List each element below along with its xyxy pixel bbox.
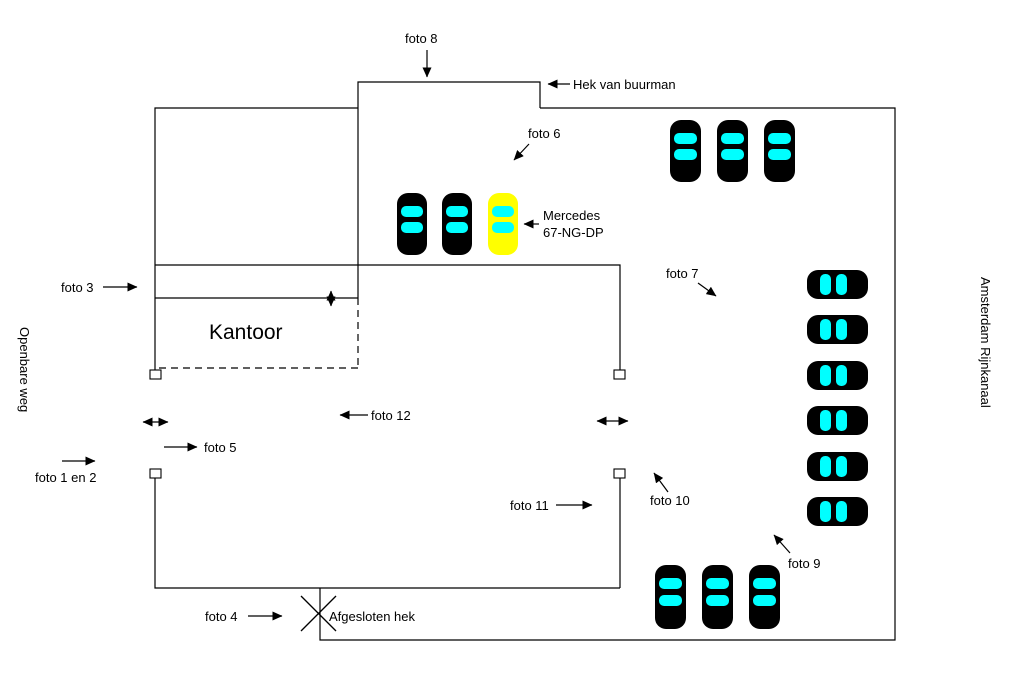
car-window bbox=[674, 149, 697, 160]
mercedes-license-plate: 67-NG-DP bbox=[543, 225, 604, 240]
label-arrows bbox=[62, 50, 791, 621]
mercedes-name-text: Mercedes bbox=[543, 208, 601, 223]
car-window bbox=[706, 578, 729, 589]
label-foto-10: foto 10 bbox=[650, 493, 690, 508]
gate-width-arrows bbox=[142, 290, 629, 427]
car-window bbox=[446, 222, 468, 233]
car-icon bbox=[702, 565, 733, 629]
arrow-foto-9 bbox=[773, 534, 791, 554]
outer-boundary-line bbox=[319, 107, 896, 641]
label-kantoor: Kantoor bbox=[209, 321, 283, 344]
label-foto-7: foto 7 bbox=[666, 266, 699, 281]
neighbor-fence-line bbox=[357, 81, 541, 298]
car-icon bbox=[807, 497, 868, 526]
car-window bbox=[721, 133, 744, 144]
label-mercedes: Mercedes 67-NG-DP bbox=[543, 207, 604, 241]
car-window bbox=[768, 149, 791, 160]
car-icon bbox=[807, 452, 868, 481]
car-window bbox=[820, 274, 831, 295]
label-foto-3: foto 3 bbox=[61, 280, 94, 295]
label-foto-12: foto 12 bbox=[371, 408, 411, 423]
label-foto-6: foto 6 bbox=[528, 126, 561, 141]
label-foto-11: foto 11 bbox=[510, 498, 549, 513]
car-window bbox=[659, 578, 682, 589]
gate-post-icon bbox=[149, 369, 162, 380]
car-window bbox=[659, 595, 682, 606]
car-window bbox=[836, 274, 847, 295]
gate-post-icon bbox=[613, 468, 626, 479]
car-window bbox=[768, 133, 791, 144]
car-window bbox=[836, 410, 847, 431]
label-foto-9: foto 9 bbox=[788, 556, 821, 571]
car-window bbox=[820, 456, 831, 477]
car-icon bbox=[397, 193, 427, 255]
yard-south-fence-line bbox=[154, 478, 620, 589]
gate-post-icon bbox=[613, 369, 626, 380]
arrow-foto-6 bbox=[513, 143, 530, 161]
west-boundary-line bbox=[154, 107, 358, 370]
car-icon bbox=[749, 565, 780, 629]
car-icon bbox=[807, 270, 868, 299]
label-amsterdam-rijnkanaal: Amsterdam Rijnkanaal bbox=[978, 277, 993, 408]
car-window bbox=[820, 410, 831, 431]
car-window bbox=[820, 365, 831, 386]
arrow-foto-10 bbox=[653, 472, 669, 493]
car-icon bbox=[764, 120, 795, 182]
arrow-foto-7 bbox=[697, 282, 717, 297]
car-icon bbox=[807, 406, 868, 435]
car-window bbox=[721, 149, 744, 160]
mercedes-car-icon bbox=[488, 193, 518, 255]
car-window bbox=[401, 206, 423, 217]
car-icon bbox=[442, 193, 472, 255]
car-window bbox=[836, 365, 847, 386]
car-icon bbox=[655, 565, 686, 629]
label-foto-5: foto 5 bbox=[204, 440, 237, 455]
car-icon bbox=[717, 120, 748, 182]
car-window bbox=[492, 206, 514, 217]
car-window bbox=[753, 595, 776, 606]
label-foto-1-en-2: foto 1 en 2 bbox=[35, 470, 97, 485]
car-window bbox=[492, 222, 514, 233]
car-window bbox=[446, 206, 468, 217]
car-window bbox=[401, 222, 423, 233]
car-window bbox=[836, 456, 847, 477]
kantoor-dashed-walls bbox=[155, 298, 359, 369]
car-window bbox=[820, 501, 831, 522]
car-window bbox=[836, 319, 847, 340]
car-window bbox=[753, 578, 776, 589]
fence-lines bbox=[154, 81, 896, 641]
label-afgesloten-hek: Afgesloten hek bbox=[329, 609, 416, 624]
car-icon bbox=[807, 315, 868, 344]
car-window bbox=[836, 501, 847, 522]
car-icon bbox=[670, 120, 701, 182]
label-openbare-weg: Openbare weg bbox=[17, 327, 32, 413]
car-icon bbox=[807, 361, 868, 390]
closed-gate-x-icon bbox=[300, 595, 337, 632]
car-window bbox=[674, 133, 697, 144]
car-window bbox=[820, 319, 831, 340]
yard-north-fence-line bbox=[155, 264, 621, 370]
car-window bbox=[706, 595, 729, 606]
label-foto-8: foto 8 bbox=[405, 31, 438, 46]
label-foto-4: foto 4 bbox=[205, 609, 238, 624]
gate-post-icon bbox=[149, 468, 162, 479]
gate-posts bbox=[149, 369, 626, 479]
label-hek-van-buurman: Hek van buurman bbox=[573, 77, 676, 92]
